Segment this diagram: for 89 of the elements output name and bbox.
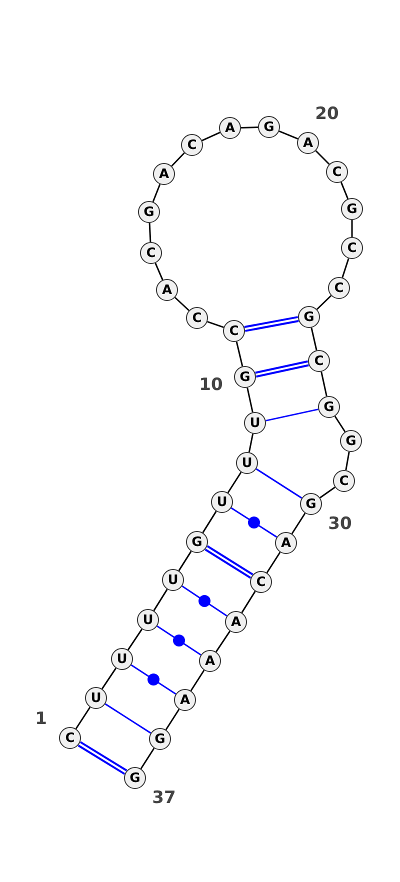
backbone-line: [320, 372, 328, 396]
nucleotide-circle: A: [199, 650, 221, 672]
backbone-line: [316, 295, 332, 310]
base-pair-line: [255, 360, 309, 378]
nucleotide-circle: A: [156, 279, 178, 301]
nucleotide-circle: A: [174, 689, 196, 711]
backbone-line: [140, 748, 155, 770]
backbone-line: [241, 590, 256, 614]
backbone-line: [152, 184, 161, 202]
backbone-line: [202, 510, 217, 534]
backbone-line: [174, 296, 190, 312]
nucleotide-circle: C: [333, 470, 355, 492]
backbone-line: [178, 550, 192, 572]
backbone-line: [310, 328, 318, 350]
backbone-line: [320, 486, 336, 498]
position-number: 1: [35, 709, 47, 729]
nucleotide-circle: G: [340, 430, 362, 452]
nucleotide-circle: A: [297, 132, 319, 154]
nucleotide-circle: C: [140, 242, 162, 264]
nucleotide-circle: C: [223, 320, 245, 342]
nucleotide-circle: G: [138, 201, 160, 223]
nucleotide-circle: U: [244, 412, 266, 434]
backbone-line: [351, 220, 353, 237]
nucleotide-circle: C: [250, 571, 272, 593]
backbone-line: [215, 630, 231, 652]
backbone-line: [236, 342, 244, 366]
base-pair-line: [156, 625, 202, 656]
base-pair-line: [130, 664, 176, 695]
backbone-line: [342, 258, 350, 278]
nucleotide-circle: G: [258, 116, 280, 138]
backbone-line: [227, 472, 242, 494]
base-pair-line: [244, 316, 299, 332]
backbone-line: [75, 706, 91, 730]
nucleotide-circle: G: [234, 366, 256, 388]
nucleotide-circle: G: [318, 396, 340, 418]
position-number: 37: [152, 788, 176, 808]
position-number: 20: [315, 104, 339, 124]
nucleotide-circle: U: [85, 687, 107, 709]
backbone-line: [153, 588, 168, 612]
backbone-line: [154, 262, 164, 280]
nucleotide-circle: A: [153, 163, 175, 185]
nucleotide-circle: C: [341, 237, 363, 259]
nucleotide-circle: U: [162, 569, 184, 591]
backbone-line: [207, 320, 224, 328]
nucleotide-circle: G: [124, 767, 146, 789]
nucleotide-circle: C: [326, 161, 348, 183]
backbone-line: [240, 126, 258, 128]
nucleotide-circle: G: [300, 493, 322, 515]
backbone-line: [278, 130, 298, 140]
base-pair-line: [182, 585, 228, 617]
base-pair-line: [78, 741, 128, 775]
base-pair-line: [266, 408, 318, 422]
nucleotide-circle: C: [308, 350, 330, 372]
base-pair-line: [256, 468, 302, 499]
backbone-line: [101, 668, 117, 690]
nucleotide-circle: A: [219, 117, 241, 139]
backbone-line: [190, 670, 205, 692]
nucleotide-circle: G: [298, 306, 320, 328]
nucleotide-circle: A: [225, 611, 247, 633]
nucleotide-circle: C: [59, 727, 81, 749]
nucleotide-circle: A: [275, 532, 297, 554]
backbone-line: [165, 708, 180, 730]
position-number: 10: [199, 375, 223, 395]
backbone-line: [315, 150, 330, 165]
base-pair-line: [230, 507, 278, 538]
position-number: 30: [328, 514, 352, 534]
nucleotide-circle: U: [111, 648, 133, 670]
backbone-line: [246, 388, 254, 412]
nucleotide-circle: U: [137, 609, 159, 631]
backbone-line: [127, 628, 143, 650]
base-pair-line: [204, 545, 254, 579]
backbone-line: [148, 222, 152, 242]
backbone-line: [291, 512, 306, 534]
backbone-line: [340, 182, 349, 200]
backbone-line: [334, 416, 346, 432]
nucleotide-circle: C: [328, 277, 350, 299]
nucleotide-circle: G: [186, 531, 208, 553]
backbone-line: [345, 452, 350, 470]
nucleotide-circle: U: [211, 491, 233, 513]
nucleotide-circle: C: [186, 307, 208, 329]
base-pair-line: [104, 703, 152, 734]
backbone-line: [266, 552, 281, 574]
backbone-line: [248, 434, 254, 452]
nucleotide-circle: U: [236, 452, 258, 474]
backbone-line: [202, 132, 220, 142]
nucleotide-circle: C: [181, 134, 203, 156]
nucleotide-circle: G: [341, 198, 363, 220]
nucleotide-circle: G: [149, 728, 171, 750]
backbone-line: [171, 152, 185, 167]
